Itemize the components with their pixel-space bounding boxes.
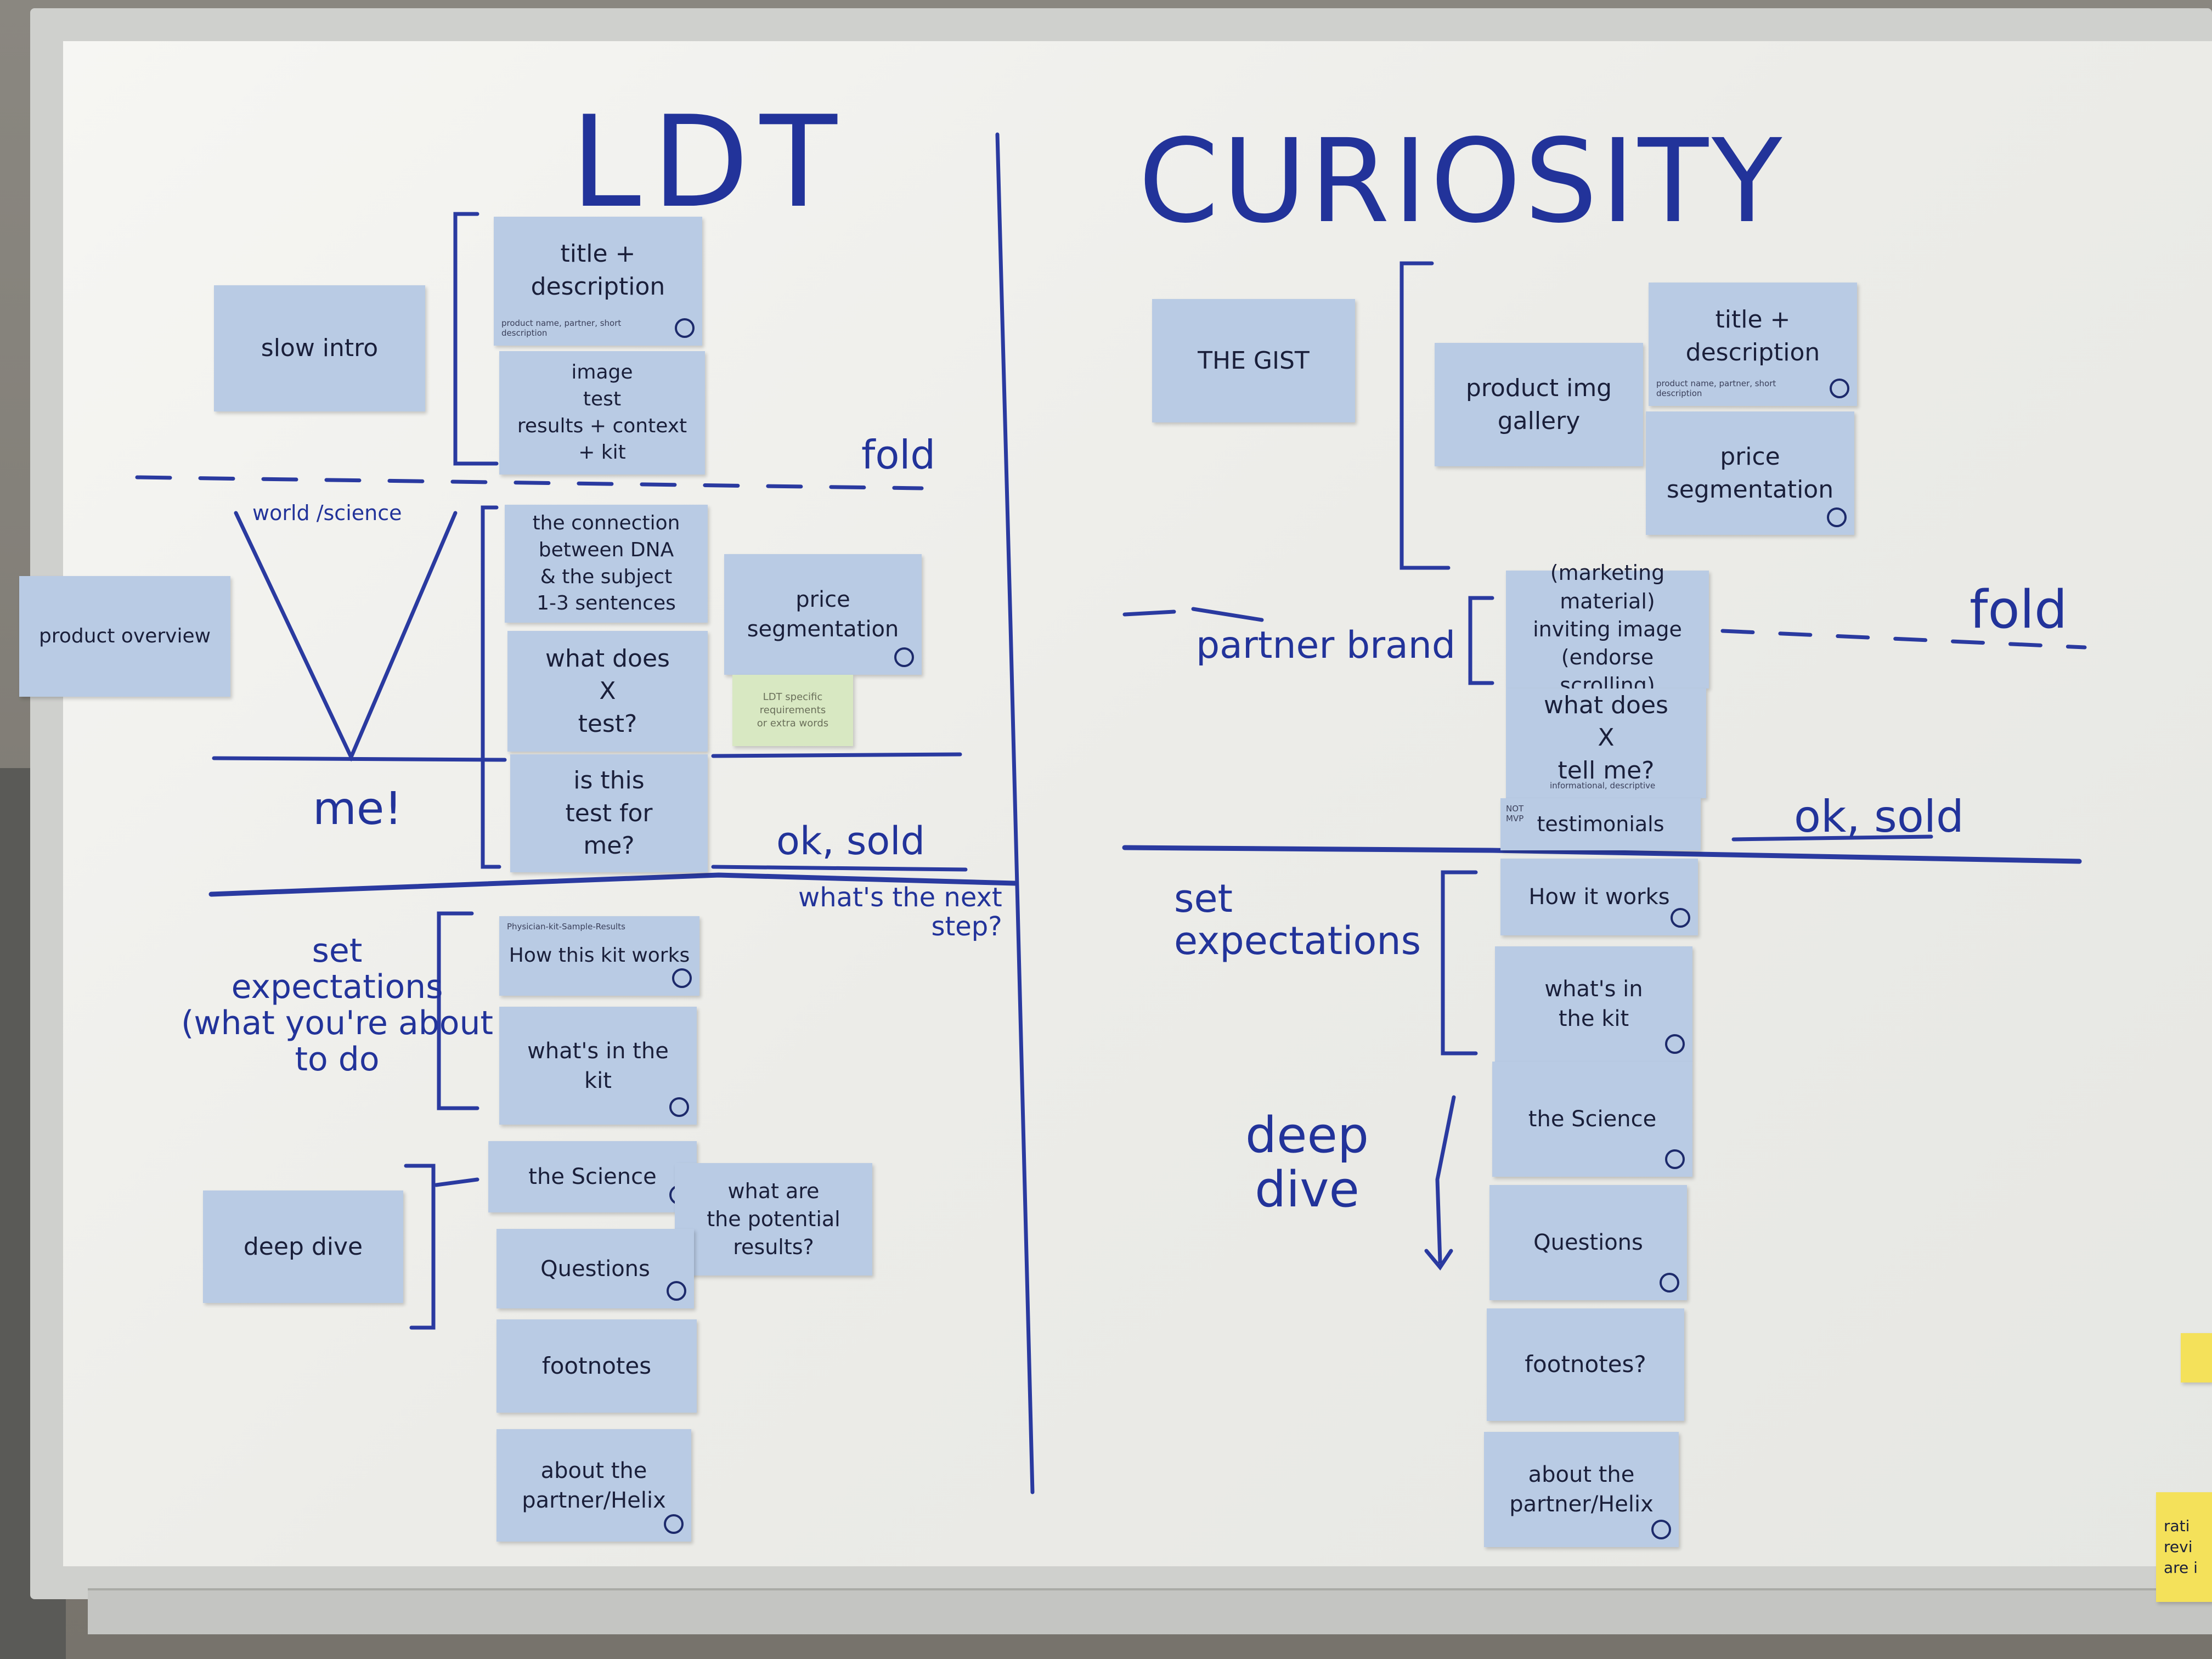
sticky-text: How this kit works: [509, 944, 690, 967]
sticky-is-this-test: is this test for me?: [510, 754, 708, 872]
sticky-text: about the partner/Helix: [1509, 1462, 1654, 1517]
circle-icon: [1671, 908, 1690, 928]
sticky-ldt-specific: LDT specific requirements or extra words: [732, 675, 853, 746]
sticky-deep-dive: deep dive: [203, 1190, 403, 1303]
sticky-text: THE GIST: [1198, 346, 1310, 375]
sticky-text: footnotes?: [1525, 1351, 1646, 1378]
sticky-product-img-gallery: product img gallery: [1435, 343, 1643, 466]
circle-icon: [1830, 379, 1849, 398]
sticky-text: product img gallery: [1465, 374, 1612, 435]
right-ok-sold-label: ok, sold: [1794, 791, 1964, 842]
sticky-left-questions: Questions: [496, 1229, 694, 1308]
sticky-what-does-tell: what does X tell me? informational, desc…: [1506, 689, 1706, 798]
sticky-small-text: informational, descriptive: [1550, 781, 1656, 791]
sticky-what-does-test: what does X test?: [507, 631, 708, 752]
sticky-product-overview: product overview: [19, 576, 230, 697]
sticky-text: title + description: [1685, 306, 1820, 366]
sticky-the-gist: THE GIST: [1152, 299, 1355, 422]
sticky-right-the-science: the Science: [1492, 1062, 1692, 1177]
sticky-right-title-description: title + description product name, partne…: [1649, 283, 1857, 406]
sticky-slow-intro: slow intro: [214, 285, 425, 411]
sticky-left-title-description: title + description product name, partne…: [494, 217, 702, 346]
sticky-text: what are the potential results?: [707, 1178, 840, 1260]
circle-icon: [1665, 1034, 1685, 1054]
curiosity-title: CURIOSITY: [1138, 114, 1786, 249]
ldt-title: LDT: [571, 89, 848, 236]
sticky-left-footnotes: footnotes: [496, 1319, 697, 1413]
circle-icon: [1827, 507, 1847, 527]
sticky-right-how-it-works: How it works: [1500, 859, 1698, 935]
circle-icon: [672, 968, 692, 988]
sticky-text: what does X tell me?: [1544, 691, 1668, 785]
sticky-image: image test results + context + kit: [499, 351, 705, 475]
sticky-text: product overview: [38, 624, 211, 647]
circle-icon: [1665, 1149, 1685, 1169]
sticky-testimonials: NOT MVP testimonials: [1500, 798, 1701, 850]
sticky-left-how-it-works: How this kit works Physician-kit-Sample-…: [499, 916, 699, 996]
sticky-text: what's in the kit: [527, 1038, 669, 1093]
circle-icon: [675, 318, 695, 338]
sticky-text: testimonials: [1537, 811, 1664, 836]
left-ok-sold-label: ok, sold: [776, 819, 926, 864]
sticky-text: the Science: [528, 1164, 657, 1189]
sticky-text: image test results + context + kit: [517, 361, 687, 464]
sticky-right-whats-in-kit: what's in the kit: [1495, 946, 1692, 1062]
sticky-small-text: product name, partner, short description: [1656, 379, 1776, 398]
sticky-text: slow intro: [261, 334, 379, 363]
right-fold-label: fold: [1970, 580, 2068, 640]
circle-icon: [1651, 1520, 1671, 1539]
circle-icon: [669, 1097, 689, 1117]
right-set-expectations-label: set expectations: [1174, 876, 1421, 963]
sticky-text: what does X test?: [545, 644, 670, 738]
sticky-text: Questions: [1533, 1230, 1643, 1255]
sticky-small-text: Physician-kit-Sample-Results: [507, 922, 625, 932]
sticky-text: (marketing material) inviting image (end…: [1533, 561, 1682, 698]
sticky-text: title + description: [531, 240, 665, 301]
sticky-text: the connection between DNA & the subject…: [532, 512, 680, 615]
sticky-text: deep dive: [243, 1232, 363, 1261]
sticky-text: price segmentation: [1666, 443, 1834, 504]
sticky-left-the-science: the Science: [488, 1141, 697, 1212]
sticky-edge-yellow: rati revi are i: [2156, 1492, 2212, 1602]
sticky-right-questions: Questions: [1489, 1185, 1687, 1300]
marker-tray: [88, 1588, 2212, 1634]
circle-icon: [1660, 1273, 1679, 1293]
next-step-label: what's the next step?: [798, 882, 1002, 942]
sticky-small-text: NOT MVP: [1506, 804, 1524, 823]
sticky-text: about the partner/Helix: [522, 1458, 666, 1513]
sticky-text: LDT specific requirements or extra words: [757, 691, 829, 730]
circle-icon: [667, 1281, 686, 1301]
left-set-expectations-label: set expectations (what you're about to d…: [181, 932, 494, 1079]
world-science-label: world /science: [252, 501, 402, 525]
sticky-text: the Science: [1528, 1107, 1657, 1132]
sticky-text: rati revi are i: [2164, 1517, 2198, 1577]
sticky-text: Questions: [540, 1256, 650, 1282]
sticky-left-whats-in-kit: what's in the kit: [499, 1007, 697, 1125]
me-label: me!: [313, 783, 403, 835]
sticky-text: How it works: [1528, 884, 1670, 910]
sticky-connection: the connection between DNA & the subject…: [505, 505, 708, 623]
partner-brand-label: partner brand: [1196, 624, 1456, 667]
circle-icon: [894, 647, 914, 667]
sticky-left-price-segmentation: price segmentation: [724, 554, 922, 675]
sticky-edge-yellow-small: [2181, 1333, 2212, 1383]
sticky-text: is this test for me?: [565, 766, 653, 860]
sticky-potential-results: what are the potential results?: [675, 1163, 872, 1276]
left-fold-label: fold: [861, 432, 936, 478]
sticky-inviting-image: (marketing material) inviting image (end…: [1506, 561, 1709, 697]
sticky-small-text: product name, partner, short description: [501, 318, 622, 338]
sticky-text: price segmentation: [747, 587, 899, 642]
sticky-right-footnotes: footnotes?: [1487, 1308, 1684, 1421]
right-deep-dive-label: deep dive: [1245, 1107, 1369, 1218]
sticky-text: what's in the kit: [1544, 977, 1643, 1031]
circle-icon: [664, 1514, 684, 1534]
sticky-text: footnotes: [541, 1352, 652, 1379]
sticky-right-price-segmentation: price segmentation: [1646, 411, 1854, 535]
sticky-right-about-partner: about the partner/Helix: [1484, 1432, 1679, 1547]
sticky-left-about-partner: about the partner/Helix: [496, 1429, 691, 1542]
